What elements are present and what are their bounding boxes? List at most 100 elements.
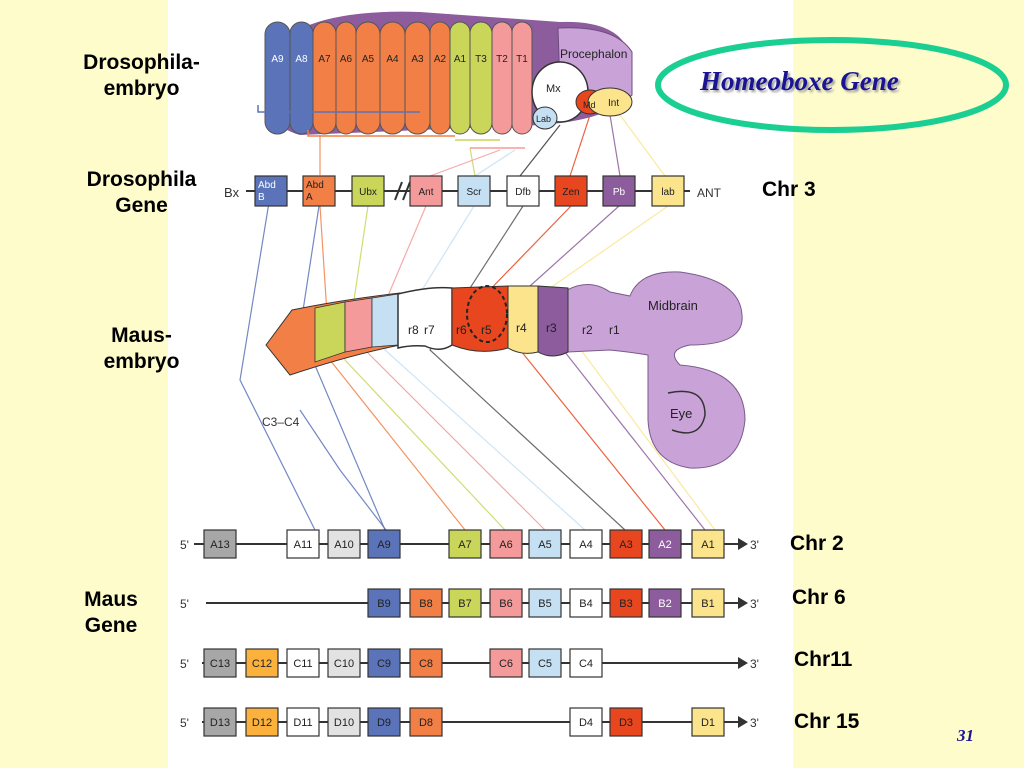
- hox-gene-c9: C9: [367, 648, 401, 678]
- segment-a5: A5: [355, 21, 381, 135]
- hox-gene-box: [489, 529, 523, 559]
- ant-end-label: ANT: [697, 186, 722, 200]
- hox-gene-box: [528, 648, 562, 678]
- hox-gene-box: [609, 529, 643, 559]
- hox-gene-box: [203, 529, 237, 559]
- three-prime-label: 3': [750, 657, 759, 671]
- gene-box-label: Zen: [562, 187, 579, 198]
- gene-box-label: Abd: [306, 180, 324, 191]
- chr-11-label: Chr11: [794, 648, 853, 671]
- gene-box-shape: [651, 175, 685, 207]
- hox-gene-label: B3: [619, 598, 632, 610]
- hox-gene-label: A11: [294, 539, 313, 551]
- gene-box-zen: Zen: [554, 175, 588, 207]
- hox-gene-d1: D1: [691, 707, 725, 737]
- segment-label: A5: [362, 54, 375, 65]
- hox-gene-a4: A4: [569, 529, 603, 559]
- segment-a3: A3: [404, 21, 431, 135]
- r8-r7-region: [397, 286, 453, 350]
- hox-gene-box: [569, 588, 603, 618]
- md-label: Md: [583, 100, 596, 110]
- hox-gene-box: [327, 707, 361, 737]
- hox-gene-box: [367, 529, 401, 559]
- hox-gene-box: [327, 648, 361, 678]
- segment-shape: [379, 21, 406, 135]
- gene-box-label: Ubx: [359, 187, 377, 198]
- segment-a8: A8: [289, 21, 314, 135]
- arrow-head: [738, 597, 748, 609]
- segment-t3: T3: [469, 21, 493, 135]
- three-prime-label: 3': [750, 716, 759, 730]
- rhombomere-r1: r1: [609, 323, 620, 337]
- hox-gene-label: C8: [419, 658, 433, 670]
- hox-gene-c4: C4: [569, 648, 603, 678]
- lab-segment: [532, 106, 558, 130]
- hox-gene-label: B2: [658, 598, 671, 610]
- segment-a4: A4: [379, 21, 406, 135]
- hox-gene-label: A13: [210, 539, 230, 551]
- gene-box-label: lab: [661, 187, 675, 198]
- gene-box-label: Ant: [418, 187, 433, 198]
- page-title: Homeoboxe Gene: [700, 66, 899, 96]
- r6-r5-region: [451, 285, 509, 352]
- hox-gene-label: C4: [579, 658, 593, 670]
- connector-line: [619, 114, 666, 177]
- segment-shape: [312, 21, 337, 135]
- segment-shape: [355, 21, 381, 135]
- segment-label: T2: [496, 54, 508, 65]
- label-line: embryo: [103, 77, 180, 100]
- segment-shape: [469, 21, 493, 135]
- break-mark: [402, 181, 411, 201]
- hox-gene-c11: C11: [286, 648, 320, 678]
- label-line: Drosophila: [86, 168, 197, 191]
- hox-gene-c12: C12: [245, 648, 279, 678]
- hox-gene-label: A9: [377, 539, 390, 551]
- gene-box-label: Dfb: [515, 187, 531, 198]
- segment-shape: [491, 21, 513, 135]
- connector-line: [429, 149, 501, 177]
- connector-line: [429, 205, 626, 531]
- gene-box-shape: [302, 175, 336, 207]
- hox-gene-box: [609, 588, 643, 618]
- five-prime-label: 5': [180, 538, 189, 552]
- segment-label: A4: [386, 54, 399, 65]
- segment-label: A6: [340, 54, 353, 65]
- rhombomere-r7: r7: [424, 323, 435, 337]
- arrow-head: [738, 538, 748, 550]
- label-drosophila-embryo: Drosophila- embryo: [64, 50, 219, 102]
- hox-gene-box: [286, 707, 320, 737]
- hox-gene-c10: C10: [327, 648, 361, 678]
- hox-gene-label: C13: [210, 658, 230, 670]
- r3-region: [537, 285, 569, 357]
- eye-outline: [667, 390, 706, 434]
- c3c4-label: C3–C4: [262, 415, 300, 429]
- hox-gene-box: [609, 707, 643, 737]
- mx-label: Mx: [546, 83, 561, 95]
- rhombomere-r6: r6: [456, 323, 467, 337]
- gene-box-shape: [506, 175, 540, 207]
- gene-box-shape: [457, 175, 491, 207]
- connector-line: [474, 149, 516, 177]
- segment-shape: [511, 21, 533, 135]
- label-line: Drosophila-: [83, 51, 200, 74]
- gene-box-shape: [409, 175, 443, 207]
- connector-line: [609, 114, 621, 177]
- hox-gene-d8: D8: [409, 707, 443, 737]
- segment-a9: A9: [264, 21, 291, 135]
- gene-box-dfb: Dfb: [506, 175, 540, 207]
- int-label: Int: [608, 98, 619, 109]
- hox-gene-label: A2: [658, 539, 671, 551]
- hox-gene-box: [409, 588, 443, 618]
- connector-line: [519, 124, 561, 177]
- hox-gene-b7: B7: [448, 588, 482, 618]
- hox-gene-box: [489, 648, 523, 678]
- hox-gene-label: C11: [293, 658, 312, 670]
- eye-label: Eye: [670, 406, 692, 421]
- five-prime-label: 5': [180, 657, 189, 671]
- gene-box-shape: [254, 175, 288, 207]
- hox-gene-b4: B4: [569, 588, 603, 618]
